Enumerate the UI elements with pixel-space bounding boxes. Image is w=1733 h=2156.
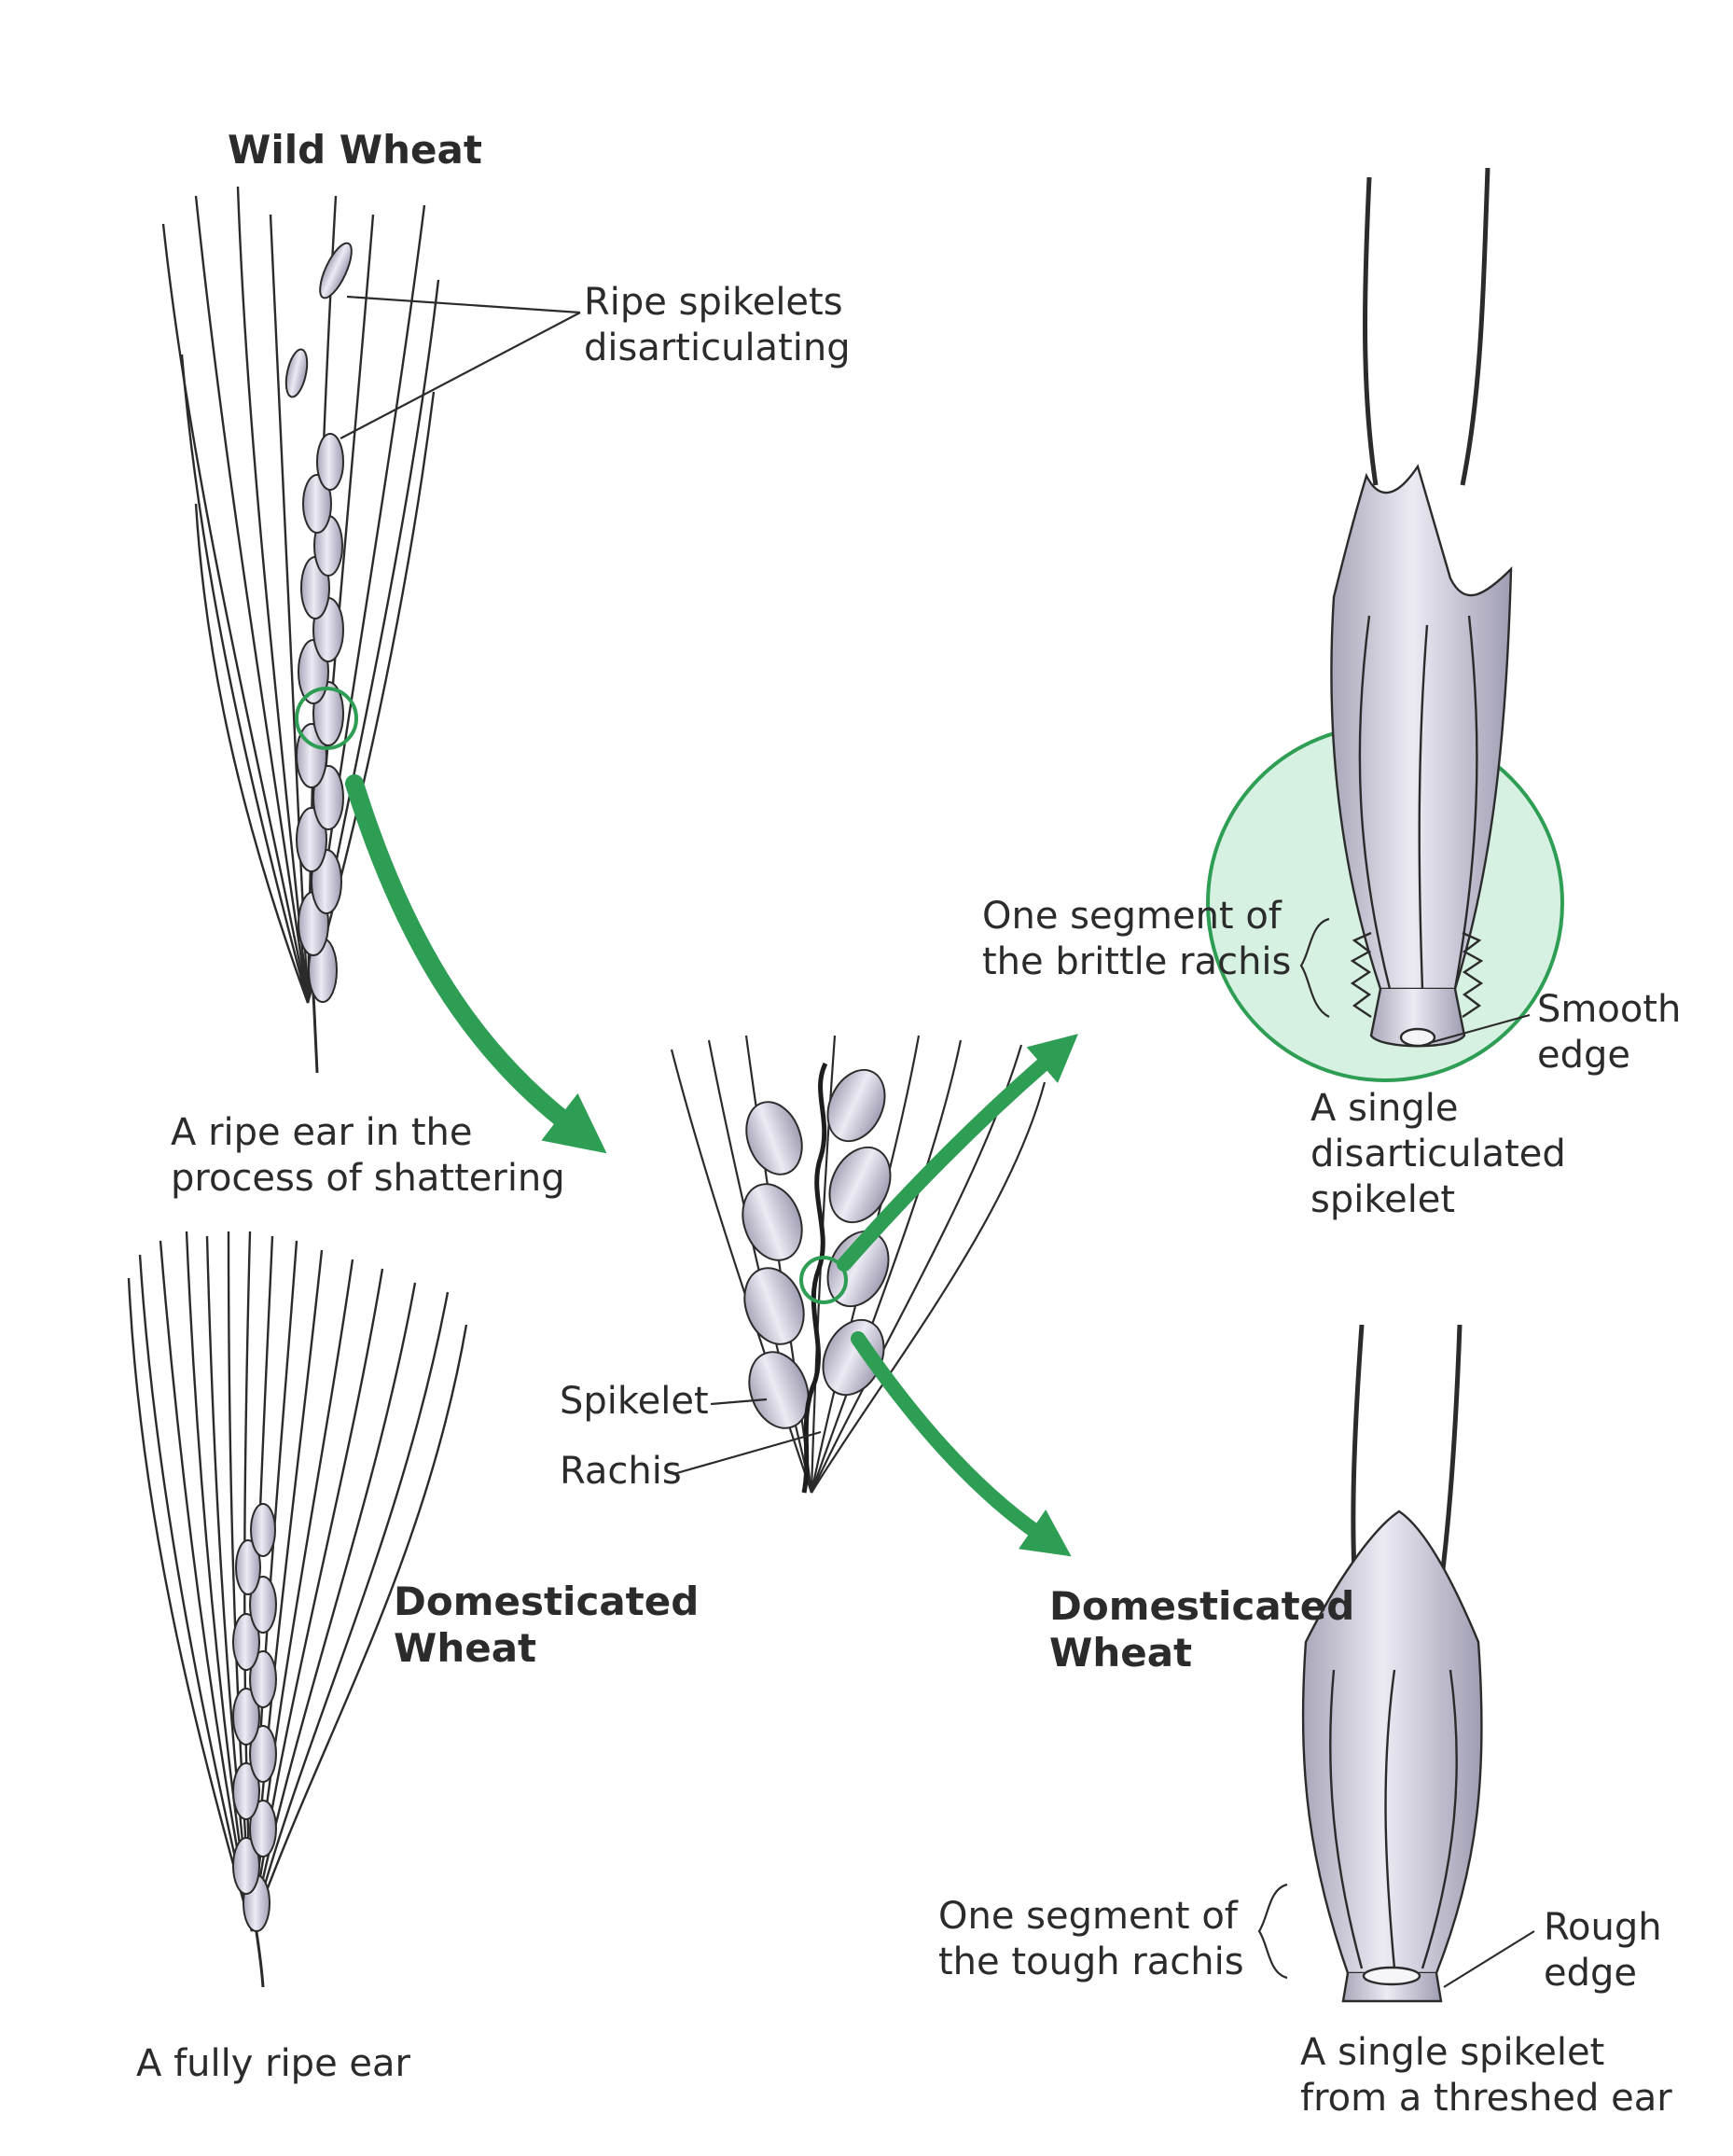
tough-spikelet <box>1301 1324 1483 2003</box>
wild-wheat-spikelets <box>284 242 353 1003</box>
center-leaders <box>672 1398 822 1476</box>
caption-disarticulated-spikelet: A single disarticulated spikelet <box>1310 1087 1566 1221</box>
label-ripe-spikelets: Ripe spikelets disarticulating <box>584 281 851 369</box>
label-rough-edge: Rough edge <box>1544 1906 1662 1995</box>
center-highlight-circle <box>799 1256 848 1304</box>
center-ear-rachis <box>801 1062 828 1494</box>
domesticated-ear-spikelets <box>232 1503 277 1932</box>
caption-threshed-spikelet: A single spikelet from a threshed ear <box>1300 2031 1672 2120</box>
label-smooth-edge: Smooth edge <box>1537 988 1682 1077</box>
center-ear-spikelets <box>742 1068 892 1429</box>
arrow-center-to-tough <box>851 1331 1072 1557</box>
heading-domesticated-wheat-left: Domesticated Wheat <box>394 1579 700 1671</box>
caption-shattering-ear: A ripe ear in the process of shattering <box>171 1111 565 1200</box>
heading-domesticated-wheat-right: Domesticated Wheat <box>1049 1583 1355 1676</box>
label-rachis: Rachis <box>560 1450 682 1493</box>
tough-leaders <box>1257 1883 1535 1988</box>
arrow-wild-to-center <box>345 774 607 1154</box>
brittle-leaders <box>1299 917 1531 1045</box>
arrow-center-to-brittle <box>837 1034 1078 1272</box>
label-tough-segment: One segment of the tough rachis <box>938 1895 1244 1983</box>
label-brittle-segment: One segment of the brittle rachis <box>982 895 1292 983</box>
brittle-spikelet <box>1330 167 1513 1048</box>
label-spikelet: Spikelet <box>560 1380 709 1423</box>
caption-fully-ripe-ear: A fully ripe ear <box>136 2042 410 2085</box>
heading-wild-wheat: Wild Wheat <box>228 127 482 173</box>
ripe-spikelets-leaders <box>340 295 581 439</box>
wild-ear-highlight-circle <box>295 687 358 750</box>
green-arrows <box>345 774 1078 1557</box>
